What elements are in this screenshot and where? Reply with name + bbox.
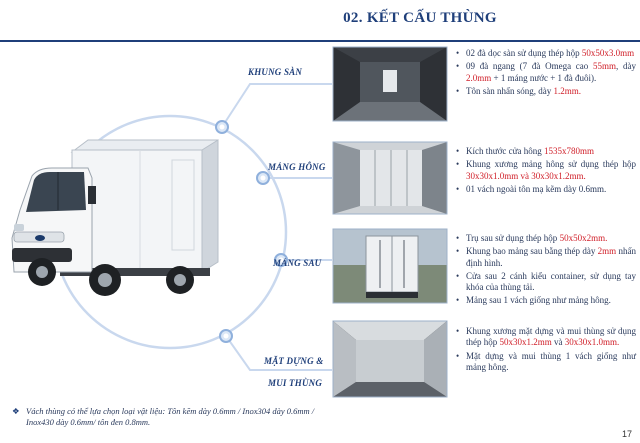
section-label-mang-sau: MẢNG SAU [273, 258, 322, 268]
truck-illustration [11, 139, 219, 296]
bullet-text: , dày [616, 61, 636, 72]
bullet-text: 09 đà ngang (7 đà Omega cao [466, 61, 594, 72]
bullet-text: + 1 máng nước + 1 đà đuôi). [491, 72, 597, 83]
bullet-text: Kích thước cửa hông [466, 146, 544, 156]
section-label-mui-thung: MUI THÙNG [268, 378, 323, 388]
bullet-item: Kích thước cửa hông 1535x780mm [456, 146, 636, 158]
connector-line-4 [225, 335, 332, 371]
bullet-item: Mặt dựng và mui thùng 1 vách giống như m… [456, 351, 636, 374]
bullet-item: 02 đà dọc sàn sử dụng thép hộp 50x50x3.0… [456, 48, 636, 60]
bullet-text: nhấn định hình. [466, 246, 636, 268]
photo-floor [332, 46, 448, 122]
bullet-text: Khung bao mảng sau bằng thép dày [466, 246, 598, 257]
spec-value-highlight: 1.2mm. [553, 85, 582, 96]
photo-rear [332, 228, 448, 304]
connector-line-1 [221, 83, 332, 128]
bullet-item: Trụ sau sử dụng thép hộp 50x50x2mm. [456, 233, 636, 245]
bullet-text: Cửa sau 2 cánh kiểu container, sử dụng t… [466, 270, 636, 292]
bullet-text: Mặt dựng và mui thùng 1 vách giống như m… [466, 350, 636, 372]
bullet-item: Khung xương mặt dựng và mui thùng sử dụn… [456, 326, 636, 349]
bullet-text: Khung xương mặt dựng và mui thùng sử dụn… [466, 326, 636, 348]
bullets-mang-sau: Trụ sau sử dụng thép hộp 50x50x2mm.Khung… [456, 233, 636, 309]
bullets-mang-hong: Kích thước cửa hông 1535x780mmKhung xươn… [456, 146, 636, 197]
bullet-item: Khung xương mảng hông sử dụng thép hộp 3… [456, 159, 636, 182]
spec-value-highlight: 1535x780mm [544, 146, 595, 156]
bullet-item: 09 đà ngang (7 đà Omega cao 55mm, dày 2.… [456, 61, 636, 84]
bullet-item: Khung bao mảng sau bằng thép dày 2mm nhấ… [456, 246, 636, 269]
photo-side [332, 141, 448, 215]
spec-value-highlight: 50x50x2mm. [559, 233, 608, 243]
spec-value-highlight: 30x30x1.0mm. [564, 337, 620, 348]
spec-value-highlight: 50x30x1.2mm [499, 337, 552, 348]
bullet-text: Tôn sàn nhấn sóng, dày [466, 85, 554, 96]
bullet-text: Trụ sau sử dụng thép hộp [466, 233, 560, 243]
spec-value-highlight: 55mm [593, 61, 617, 72]
bullet-text: 02 đà dọc sàn sử dụng thép hộp [466, 48, 582, 58]
section-label-mat-dung: MẶT DỰNG & [264, 356, 324, 366]
section-label-khung-san: KHUNG SÀN [248, 67, 303, 77]
spec-value-highlight: 30x30x1.0mm và 30x30x1.2mm. [466, 170, 586, 181]
section-label-mang-hong: MẢNG HÔNG [268, 162, 326, 172]
diamond-bullet-icon: ❖ [12, 406, 20, 416]
spec-value-highlight: 2.0mm [466, 72, 492, 83]
footnote: ❖ Vách thùng có thể lựa chọn loại vật li… [12, 406, 332, 429]
spec-value-highlight: 50x50x3.0mm [581, 48, 635, 58]
bullets-mat-dung-mui-thung: Khung xương mặt dựng và mui thùng sử dụn… [456, 326, 636, 375]
bullet-item: 01 vách ngoài tôn mạ kẽm dày 0.6mm. [456, 183, 636, 196]
page-number: 17 [621, 429, 632, 439]
footnote-text: Vách thùng có thể lựa chọn loại vật liệu… [26, 406, 315, 428]
bullets-khung-san: 02 đà dọc sàn sử dụng thép hộp 50x50x3.0… [456, 48, 636, 99]
title-divider [0, 40, 640, 42]
bullet-item: Mảng sau 1 vách giống như mảng hông. [456, 295, 636, 307]
connector-dots [215, 120, 288, 343]
bullet-text: và [551, 337, 565, 348]
bullet-text: 01 vách ngoài tôn mạ kẽm dày 0.6mm. [466, 183, 607, 194]
bullet-text: Mảng sau 1 vách giống như mảng hông. [466, 295, 611, 306]
page-title: 02. KẾT CẤU THÙNG [343, 10, 497, 26]
bullet-item: Cửa sau 2 cánh kiểu container, sử dụng t… [456, 271, 636, 294]
bullet-text: Khung xương mảng hông sử dụng thép hộp [466, 159, 636, 170]
spec-value-highlight: 2mm [597, 246, 617, 257]
bullet-item: Tôn sàn nhấn sóng, dày 1.2mm. [456, 85, 636, 98]
photo-roof [332, 320, 448, 398]
